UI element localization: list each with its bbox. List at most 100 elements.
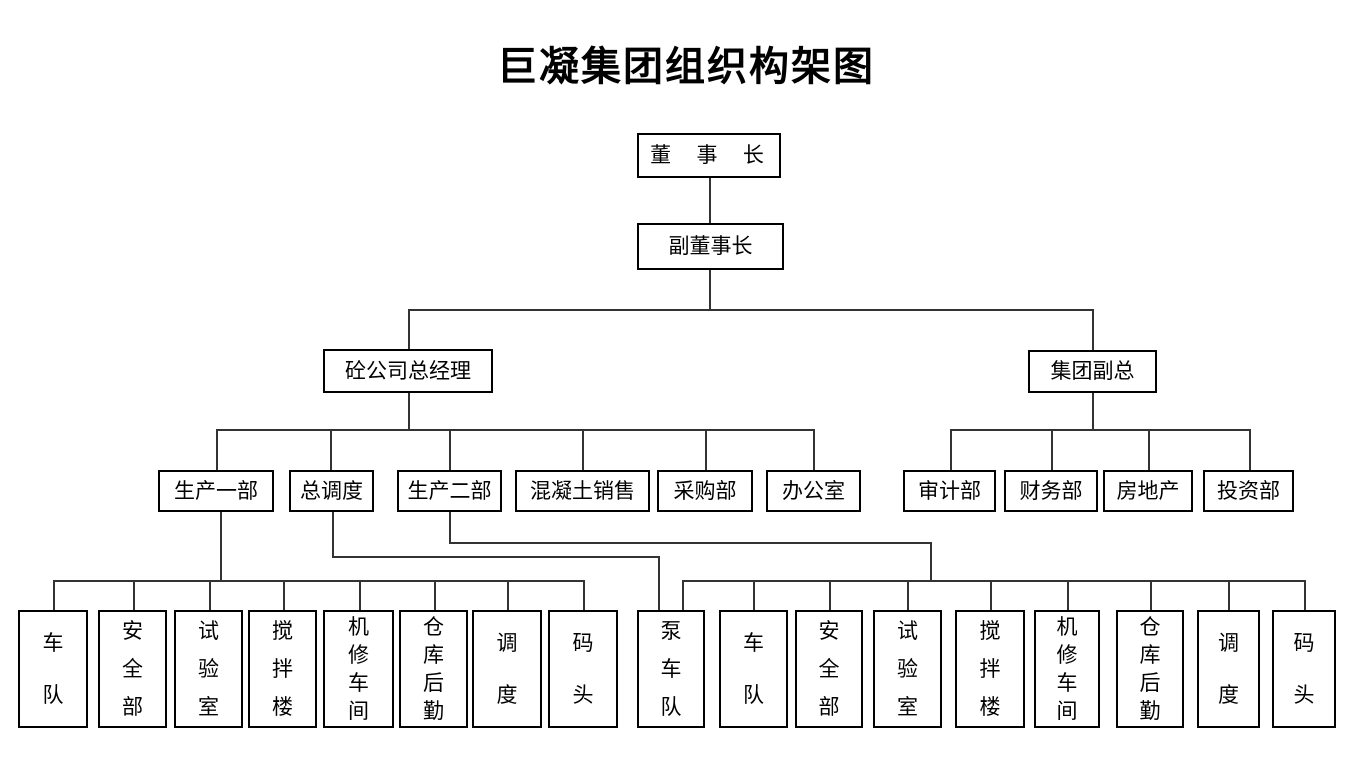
node-label: 投资部 xyxy=(1217,478,1280,503)
node-label: 车队 xyxy=(743,631,764,707)
node-right-machine-repair-shop: 机修车间 xyxy=(1034,610,1100,728)
node-group-vp: 集团副总 xyxy=(1028,350,1157,393)
node-concrete-company-gm: 砼公司总经理 xyxy=(323,349,493,393)
connector-line xyxy=(216,429,218,470)
connector-line xyxy=(950,429,952,470)
node-label: 仓库后勤 xyxy=(423,615,444,723)
node-right-fleet: 车队 xyxy=(719,610,788,728)
node-label: 调度 xyxy=(1218,631,1239,707)
connector-line xyxy=(434,580,436,610)
node-label: 机修车间 xyxy=(1056,615,1078,723)
node-right-safety-dept: 安全部 xyxy=(795,610,863,728)
node-label: 安全部 xyxy=(818,619,840,719)
node-purchasing-dept: 采购部 xyxy=(657,470,753,512)
node-label: 安全部 xyxy=(122,619,143,719)
node-label: 审计部 xyxy=(918,478,981,503)
connector-line xyxy=(582,429,584,470)
connector-line xyxy=(709,178,711,223)
connector-line xyxy=(709,270,711,309)
connector-line xyxy=(53,580,585,582)
connector-line xyxy=(705,429,707,470)
connector-line xyxy=(950,429,1251,431)
connector-line xyxy=(216,429,815,431)
node-office: 办公室 xyxy=(766,470,861,512)
connector-line xyxy=(990,580,992,610)
node-label: 房地产 xyxy=(1116,478,1180,503)
node-label: 集团副总 xyxy=(1050,359,1135,383)
connector-line xyxy=(1051,429,1053,470)
connector-line xyxy=(682,580,1306,582)
connector-line xyxy=(1067,580,1069,610)
node-right-warehouse-logistics: 仓库后勤 xyxy=(1116,610,1184,728)
node-left-dispatch: 调度 xyxy=(472,610,542,728)
node-left-mixing-tower: 搅拌楼 xyxy=(248,610,317,728)
node-label: 砼公司总经理 xyxy=(345,358,471,383)
connector-line xyxy=(907,580,909,610)
connector-line xyxy=(53,580,55,610)
node-label: 采购部 xyxy=(673,478,737,503)
connector-line xyxy=(1249,429,1251,470)
node-right-dock: 码头 xyxy=(1272,610,1336,728)
node-left-warehouse-logistics: 仓库后勤 xyxy=(399,610,468,728)
connector-line xyxy=(813,429,815,470)
connector-line xyxy=(359,580,361,610)
connector-line xyxy=(1228,580,1230,610)
node-label: 机修车间 xyxy=(348,615,369,723)
node-pump-fleet: 泵车队 xyxy=(637,610,705,728)
connector-line xyxy=(583,580,585,610)
node-label: 副董事长 xyxy=(668,234,753,258)
connector-line xyxy=(1304,580,1306,610)
node-label: 车队 xyxy=(42,631,64,707)
node-label: 试验室 xyxy=(198,619,219,719)
node-label: 试验室 xyxy=(897,619,918,719)
node-real-estate: 房地产 xyxy=(1103,470,1193,512)
connector-line xyxy=(449,512,451,542)
node-chairman: 董 事 长 xyxy=(637,133,781,178)
connector-line xyxy=(1092,393,1094,430)
node-label: 码头 xyxy=(1293,631,1315,707)
connector-line xyxy=(658,556,660,610)
node-label: 仓库后勤 xyxy=(1139,615,1161,723)
connector-line xyxy=(1150,580,1152,610)
node-label: 总调度 xyxy=(300,478,363,503)
node-right-mixing-tower: 搅拌楼 xyxy=(955,610,1025,728)
node-label: 办公室 xyxy=(782,478,845,503)
node-right-dispatch: 调度 xyxy=(1197,610,1260,728)
node-left-machine-repair-shop: 机修车间 xyxy=(323,610,394,728)
node-label: 财务部 xyxy=(1019,478,1083,503)
connector-line xyxy=(133,580,135,610)
connector-line xyxy=(1148,429,1150,470)
connector-line xyxy=(829,580,831,610)
node-audit-dept: 审计部 xyxy=(903,470,996,512)
connector-line xyxy=(507,580,509,610)
node-label: 泵车队 xyxy=(660,619,682,719)
node-label: 搅拌楼 xyxy=(272,619,293,719)
node-label: 董 事 长 xyxy=(650,143,768,167)
connector-line xyxy=(449,429,451,470)
node-production-dept-2: 生产二部 xyxy=(397,470,502,512)
node-left-safety-dept: 安全部 xyxy=(98,610,167,728)
connector-line xyxy=(408,309,1094,311)
node-right-test-lab: 试验室 xyxy=(873,610,942,728)
node-left-dock: 码头 xyxy=(548,610,618,728)
connector-line xyxy=(220,512,222,580)
node-concrete-sales: 混凝土销售 xyxy=(515,470,650,512)
connector-line xyxy=(330,429,332,470)
connector-line xyxy=(682,580,684,610)
connector-line xyxy=(209,580,211,610)
connector-line xyxy=(332,556,660,558)
connector-line xyxy=(1092,309,1094,350)
node-vice-chairman: 副董事长 xyxy=(637,223,784,270)
node-investment-dept: 投资部 xyxy=(1203,470,1294,512)
connector-line xyxy=(753,580,755,610)
connector-line xyxy=(408,309,410,349)
connector-line xyxy=(449,542,932,544)
connector-line xyxy=(408,393,410,429)
node-left-fleet: 车队 xyxy=(18,610,88,728)
connector-line xyxy=(332,512,334,558)
connector-line xyxy=(930,542,932,582)
node-label: 生产一部 xyxy=(174,478,258,503)
node-label: 生产二部 xyxy=(407,478,492,503)
node-label: 调度 xyxy=(496,631,518,707)
